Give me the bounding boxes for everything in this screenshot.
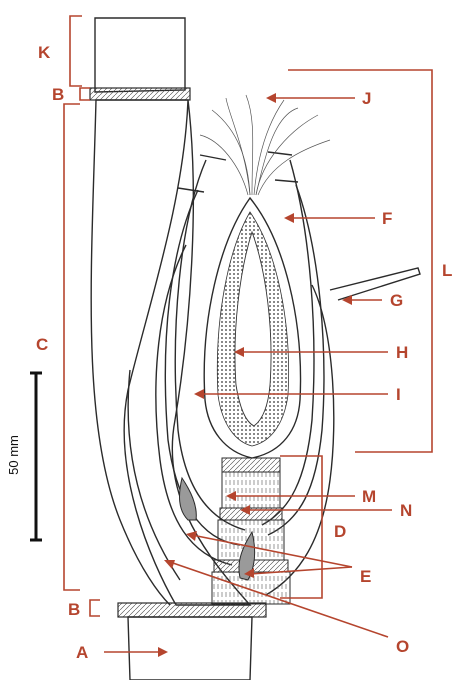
- label-J: J: [362, 89, 371, 108]
- label-N: N: [400, 501, 412, 520]
- shank-internode-1: [222, 472, 280, 508]
- label-H: H: [396, 343, 408, 362]
- shank: [180, 458, 290, 604]
- lower-stem: [128, 617, 252, 680]
- bracket-C: [64, 104, 80, 590]
- scale-bar-text: 50 mm: [6, 435, 21, 475]
- node-top: [90, 88, 190, 100]
- label-B-bottom: B: [68, 600, 80, 619]
- label-I: I: [396, 385, 401, 404]
- husk-leaf-tip: [330, 268, 420, 300]
- label-O: O: [396, 637, 409, 656]
- label-D: D: [334, 522, 346, 541]
- label-M: M: [362, 487, 376, 506]
- bracket-B-bottom: [90, 600, 100, 616]
- shank-node-1: [222, 458, 280, 472]
- label-E: E: [360, 567, 371, 586]
- silks: [200, 95, 330, 195]
- bracket-K: [70, 16, 82, 86]
- label-K: K: [38, 43, 51, 62]
- label-B-top: B: [52, 85, 64, 104]
- label-A: A: [76, 643, 88, 662]
- upper-sheath: [95, 18, 185, 92]
- label-L: L: [442, 261, 452, 280]
- label-C: C: [36, 335, 48, 354]
- bracket-B-top: [80, 88, 90, 100]
- bud-upper: [180, 478, 197, 520]
- label-F: F: [382, 209, 392, 228]
- label-G: G: [390, 291, 403, 310]
- node-bottom: [118, 603, 266, 617]
- scale-bar: 50 mm: [6, 373, 42, 540]
- ear: [204, 198, 300, 458]
